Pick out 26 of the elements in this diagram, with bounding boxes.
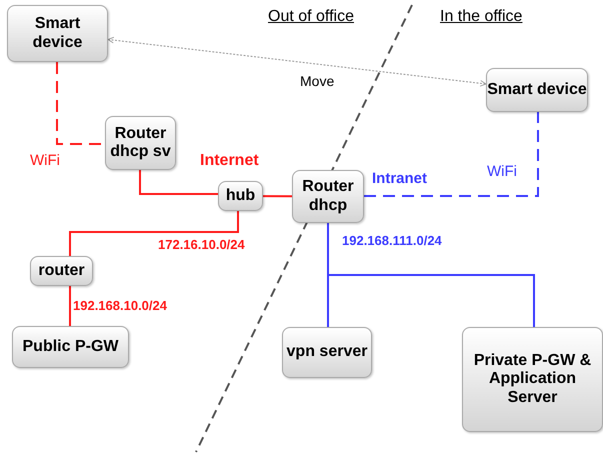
gateway-box: Public P-GW [12,326,129,368]
connector-line [139,170,218,195]
server-box: vpn server [282,327,372,378]
subnet-label: 192.168.111.0/24 [342,233,442,248]
connector-line [69,286,71,326]
device-box: Smart device [7,5,108,62]
router-box: Router dhcp sv [105,116,176,170]
router-box: router [30,256,93,286]
device-box: Smart device [486,68,588,112]
zone-heading: Out of office [268,8,354,26]
server-box: Private P-GW & Application Server [462,327,603,432]
router-box: Router dhcp [292,170,364,223]
connector-line [364,112,539,197]
zone-heading: In the office [440,8,522,26]
connector-line [327,223,535,327]
network-label: Intranet [372,170,428,187]
arrow [108,36,486,87]
connector-line [69,211,239,256]
connector-line [263,195,292,198]
link-label: WiFi [487,163,517,180]
edge-label: Move [300,73,334,89]
link-label: WiFi [30,152,60,169]
hub-box: hub [218,181,263,211]
subnet-label: 192.168.10.0/24 [73,298,167,313]
network-label: Internet [200,152,259,170]
subnet-label: 172.16.10.0/24 [158,237,245,252]
